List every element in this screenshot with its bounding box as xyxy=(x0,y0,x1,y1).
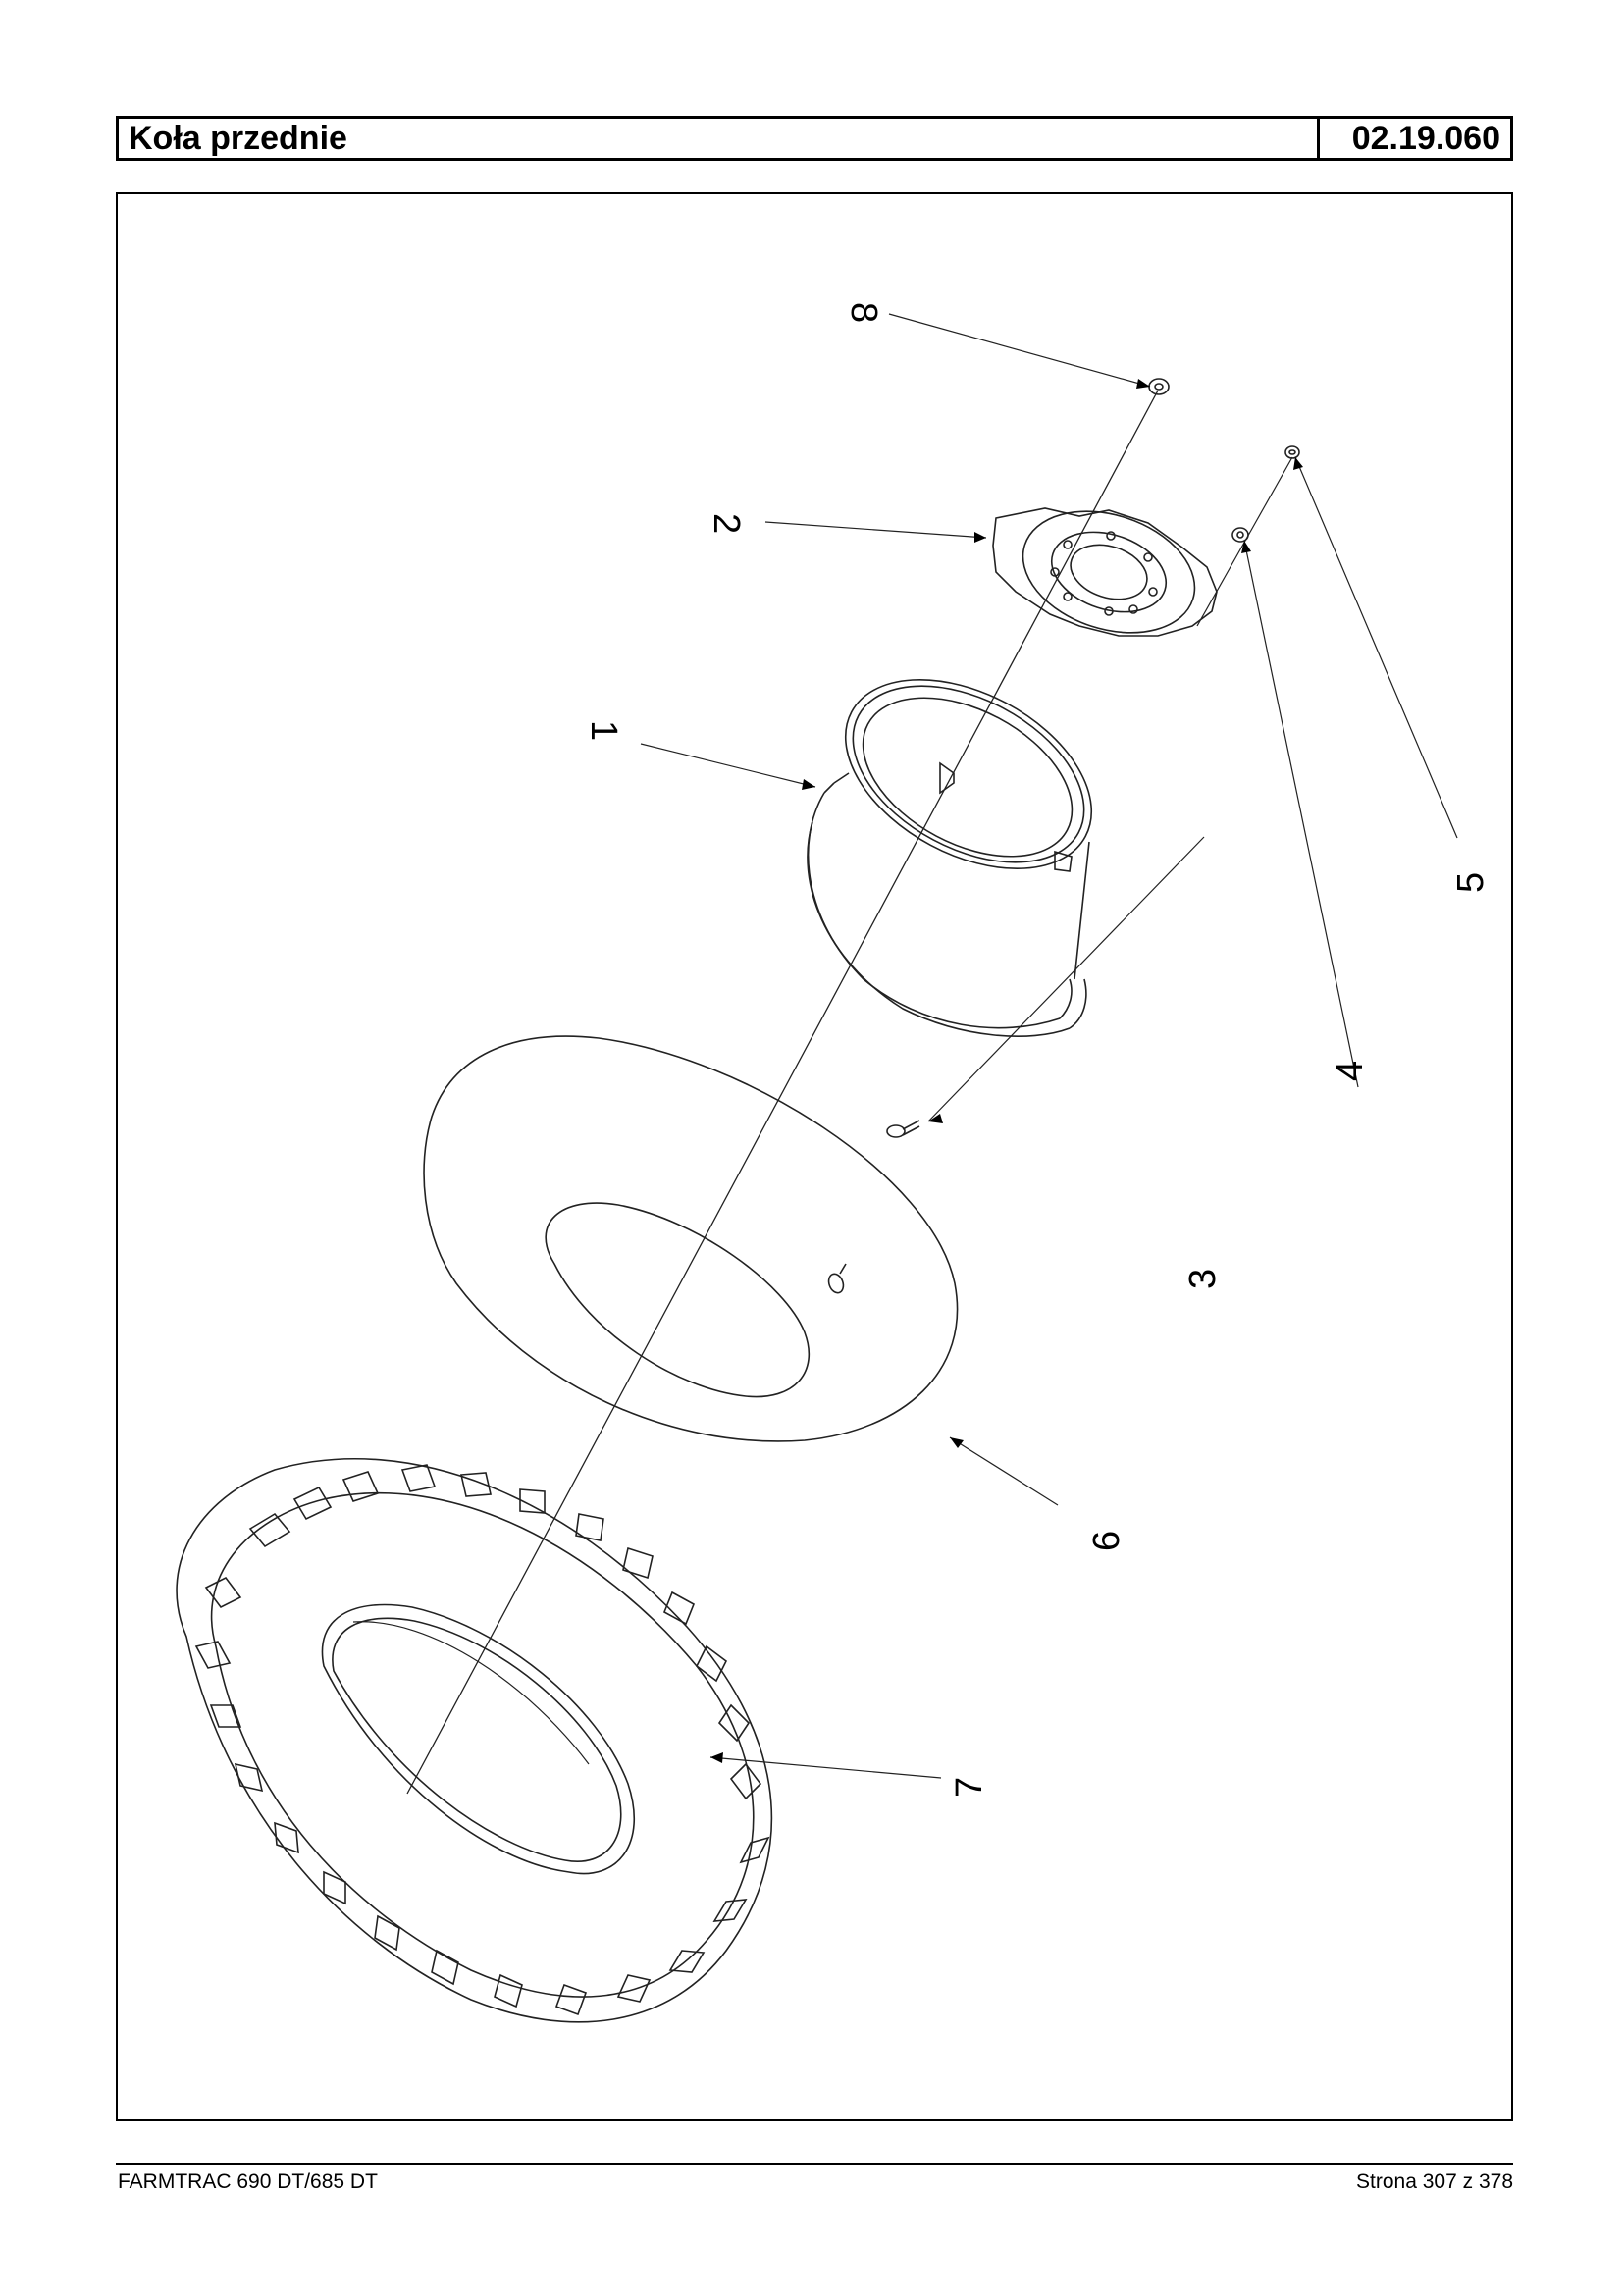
footer-page-number: Strona 307 z 378 xyxy=(1356,2170,1513,2193)
footer-rule xyxy=(116,2163,1513,2165)
callout-3: 3 xyxy=(1182,1269,1224,1289)
callout-7: 7 xyxy=(949,1777,990,1798)
callout-5: 5 xyxy=(1450,872,1492,893)
footer-model: FARMTRAC 690 DT/685 DT xyxy=(118,2170,378,2193)
callout-6: 6 xyxy=(1086,1531,1127,1551)
callout-2: 2 xyxy=(706,513,747,534)
part-8-nut xyxy=(1148,378,1170,395)
callout-1: 1 xyxy=(583,720,624,741)
part-2-wheel-disc xyxy=(992,507,1218,637)
assembly-axis-line xyxy=(406,390,1159,1795)
callout-4: 4 xyxy=(1330,1061,1371,1081)
page-title: Koła przednie xyxy=(119,119,1320,158)
part-1-rim xyxy=(807,678,1093,1037)
leader-lines xyxy=(640,313,1458,1779)
part-3-valve xyxy=(886,1120,920,1138)
part-6-inner-tube xyxy=(423,1035,959,1442)
part-7-tire xyxy=(176,1458,773,2023)
section-code: 02.19.060 xyxy=(1351,119,1500,157)
leader-arrowheads xyxy=(710,379,1303,1763)
exploded-view-frame: 8 2 1 3 4 5 6 7 xyxy=(116,192,1513,2121)
part-5-bolt xyxy=(1284,445,1300,459)
page-header: Koła przednie 02.19.060 xyxy=(116,116,1513,161)
exploded-view-diagram: 8 2 1 3 4 5 6 7 xyxy=(176,302,1492,2023)
callout-8: 8 xyxy=(843,302,884,323)
